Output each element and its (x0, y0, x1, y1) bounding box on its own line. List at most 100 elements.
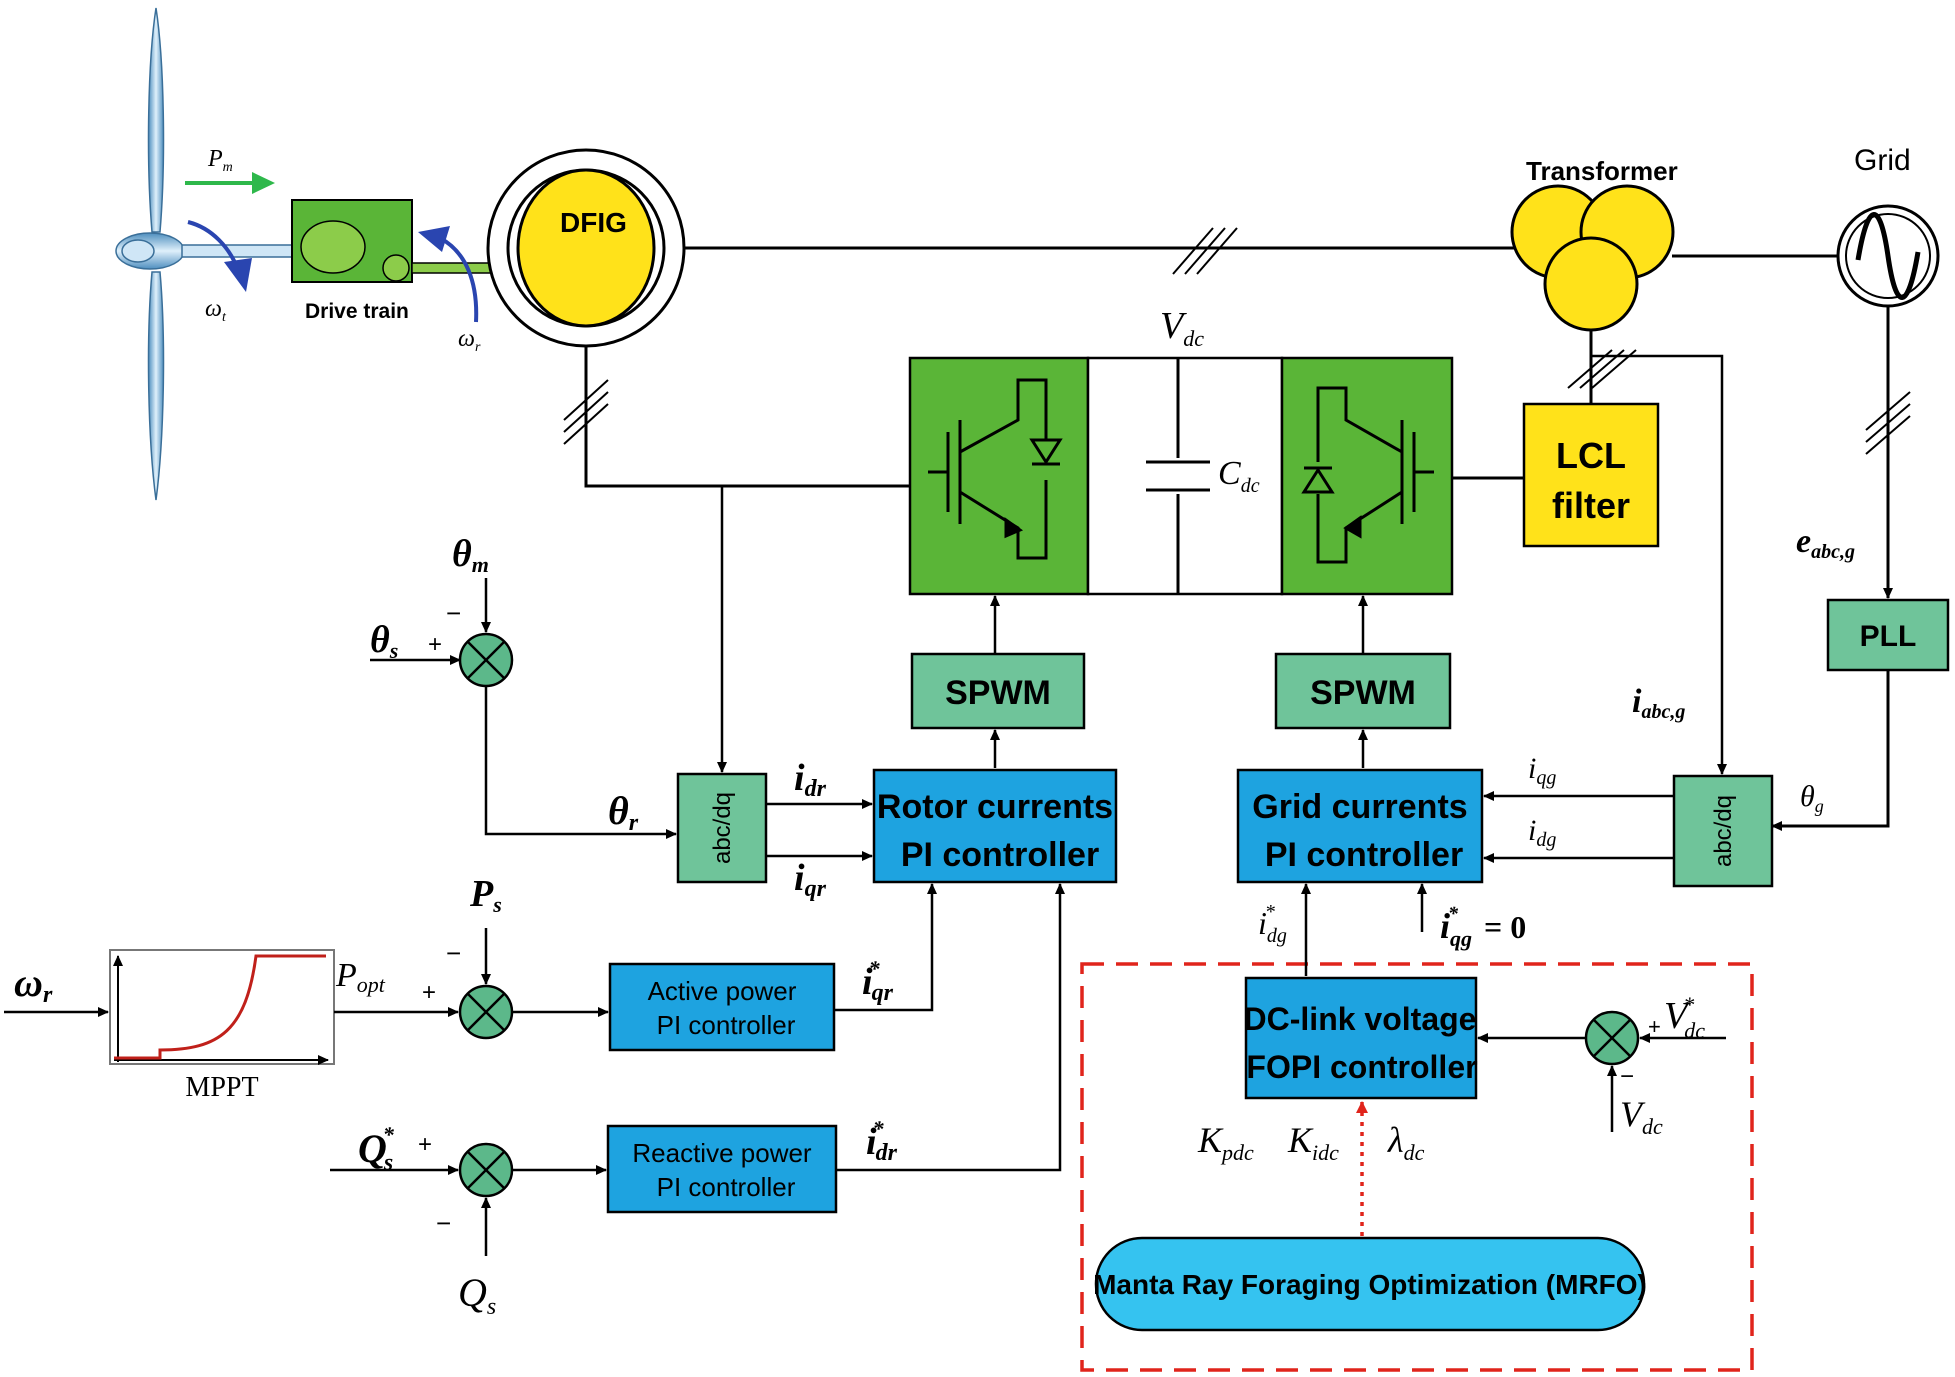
fopi-label-2: FOPI controller (1246, 1049, 1477, 1085)
svg-text:i*qr: i*qr (862, 956, 894, 1006)
qs-label: Q (458, 1270, 487, 1315)
svg-text:Q*s: Q*s (358, 1122, 395, 1176)
eabcg-label-sub: abc,g (1811, 541, 1855, 563)
ldc-label: λ (1387, 1120, 1404, 1160)
svg-text:θm: θm (452, 533, 489, 577)
ps-label-sub: s (492, 892, 502, 917)
svg-text:eabc,g: eabc,g (1796, 523, 1855, 563)
svg-text:i*dg: i*dg (1258, 901, 1287, 947)
omega-r-left-label: ω (14, 960, 43, 1005)
transformer-label: Transformer (1526, 156, 1678, 186)
vdc-sum-junction (1584, 1010, 1640, 1066)
lcl-label-2: filter (1552, 485, 1630, 526)
mrfo-block (1094, 1236, 1646, 1332)
ldc-label-sub: dc (1404, 1140, 1425, 1165)
idr-label-sub: dr (805, 776, 827, 802)
omega-r-top-label: ω (458, 326, 475, 352)
active-pi-label-2: PI controller (657, 1010, 796, 1040)
omega-t-label: ω (205, 296, 222, 322)
vdc-top-label: V (1160, 305, 1187, 347)
abcdq-left-label: abc/dq (709, 792, 736, 864)
svg-text:Cdc: Cdc (1218, 455, 1260, 497)
svg-text:i*dr: i*dr (866, 1116, 898, 1166)
grid-pi-label-1: Grid currents (1252, 788, 1467, 826)
svg-text:Kidc: Kidc (1287, 1120, 1339, 1165)
cdc-label: C (1218, 455, 1241, 492)
lcl-label-1: LCL (1556, 435, 1626, 476)
omega-r-top-label-sub: r (475, 340, 481, 355)
iabcg-label-sub: abc,g (1641, 701, 1685, 723)
reactive-pi-label-1: Reactive power (632, 1138, 812, 1168)
pm-label: P (207, 146, 223, 172)
spwm-right-label: SPWM (1310, 674, 1416, 712)
dc-link-fopi-block (1244, 976, 1478, 1100)
idg-star-sup: * (1265, 901, 1275, 923)
kpdc-label: K (1197, 1120, 1224, 1160)
vdc-top-label-sub: dc (1183, 326, 1204, 351)
mppt-label: MPPT (185, 1072, 258, 1103)
ps-sign: − (446, 938, 461, 968)
abcdq-right-block (1672, 774, 1774, 888)
dc-link-box (1086, 356, 1284, 596)
iabcg-label: i (1632, 683, 1642, 720)
svg-text:θg: θg (1800, 780, 1824, 816)
spwm-left-block (910, 652, 1086, 730)
rotor-currents-pi-block (872, 768, 1118, 884)
spwm-right-block (1274, 652, 1452, 730)
turbine-blade-lower (147, 271, 165, 501)
grid-currents-pi-block (1236, 768, 1484, 884)
svg-text:idg: idg (1528, 814, 1556, 851)
idr-star-label: i (866, 1121, 877, 1163)
grid-label: Grid (1854, 144, 1911, 177)
svg-text:ωr: ωr (14, 960, 53, 1008)
ps-label: P (469, 873, 494, 915)
active-power-pi-block (608, 962, 836, 1052)
cdc-label-sub: dc (1241, 475, 1260, 497)
vdc-fb-label: V (1620, 1094, 1646, 1134)
mppt-curve (114, 954, 326, 1060)
dc-link-capacitor (1146, 358, 1210, 594)
vdc-fb-label-sub: dc (1642, 1114, 1663, 1139)
svg-text:ωr: ωr (458, 326, 481, 355)
power-sum-junction (458, 984, 514, 1040)
iqg-star-sup: * (1448, 903, 1459, 925)
abcdq-left-block (676, 772, 768, 884)
theta-m-sign: − (446, 598, 461, 628)
svg-text:θr: θr (608, 788, 639, 836)
theta-s-sign: + (428, 631, 442, 658)
iqg-star-label: i (1440, 906, 1450, 946)
rotor-pi-label-1: Rotor currents (877, 788, 1113, 826)
svg-text:iabc,g: iabc,g (1632, 683, 1685, 723)
iqg-label-sub: qg (1536, 767, 1556, 789)
kidc-label: K (1287, 1120, 1314, 1160)
turbine-shaft (181, 244, 295, 258)
dfig-machine (486, 148, 686, 348)
omega-r-left-label-sub: r (43, 982, 53, 1008)
lcl-filter-block (1522, 402, 1660, 548)
three-phase-mark (1172, 227, 1238, 275)
drive-train-label: Drive train (305, 300, 409, 323)
theta-sum-junction (458, 632, 514, 688)
turbine-blade-upper (147, 7, 165, 233)
theta-s-label: θ (370, 619, 390, 661)
eabcg-label: e (1796, 523, 1811, 560)
popt-label-sub: opt (357, 972, 386, 997)
mrfo-optimization-region (1080, 962, 1754, 1372)
theta-s-label-sub: s (389, 638, 399, 663)
qs-star-sign: + (418, 1131, 432, 1158)
theta-g-label: θ (1800, 780, 1815, 813)
svg-text:Vdc: Vdc (1620, 1094, 1663, 1139)
abcdq-right-label: abc/dq (1710, 795, 1737, 867)
iqr-star-label: i (862, 961, 873, 1003)
svg-text:Ps: Ps (469, 873, 502, 917)
idr-star-sub: dr (876, 1140, 898, 1166)
spwm-left-label: SPWM (945, 674, 1051, 712)
grid-source (1836, 204, 1940, 308)
idg-star-sub: dg (1267, 925, 1287, 947)
gsc-igbt-icon (1301, 386, 1434, 564)
theta-g-label-sub: g (1815, 796, 1824, 816)
svg-text:i*qg= 0: i*qg= 0 (1440, 903, 1526, 951)
qs-sign: − (436, 1208, 451, 1238)
rotor-side-converter (908, 356, 1090, 596)
